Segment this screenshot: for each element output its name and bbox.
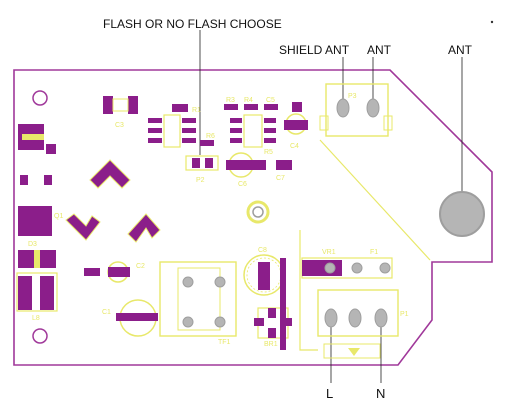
l-terminal-label: L xyxy=(326,386,333,401)
shield-ant-label: SHIELD ANT xyxy=(279,43,350,57)
callout-lines xyxy=(199,30,463,383)
p3-connector: P3 xyxy=(319,83,393,137)
c4-part: C4 xyxy=(284,102,308,150)
l8-label: L8 xyxy=(32,315,40,322)
tf1-transformer: TF1 xyxy=(159,261,237,346)
r6-label: R6 xyxy=(206,133,215,140)
ant-label-right: ANT xyxy=(448,43,473,57)
p1-terminal: P1 xyxy=(317,289,409,359)
mounting-hole-top-left xyxy=(32,90,48,106)
c8-label: C8 xyxy=(258,247,267,254)
c6-c7-parts: C6 C7 xyxy=(226,152,292,188)
silk-traces xyxy=(299,139,431,351)
r4-label: R4 xyxy=(244,97,253,104)
c3-part: C3 xyxy=(103,96,138,129)
r1-label: R1 xyxy=(192,107,201,114)
vr1-label: VR1 xyxy=(322,249,336,256)
c5-label: C5 xyxy=(266,97,275,104)
c2-label: C2 xyxy=(136,263,145,270)
left-column-parts: Q1 D3 L8 xyxy=(16,124,63,322)
p2-label: P2 xyxy=(196,177,205,184)
c1-part: C1 xyxy=(102,299,158,337)
ic-r1: R1 xyxy=(148,104,201,148)
br1-label: BR1 xyxy=(264,341,278,348)
antenna-hole xyxy=(439,191,485,237)
c4-label: C4 xyxy=(290,143,299,150)
p3-label: P3 xyxy=(348,93,357,100)
p2-header: P2 R6 xyxy=(185,133,219,184)
r5-label: R5 xyxy=(264,149,273,156)
c3-label: C3 xyxy=(115,122,124,129)
c6-label: C6 xyxy=(238,181,247,188)
mounting-hole-bottom-left xyxy=(32,328,48,344)
chevron-pads xyxy=(65,159,161,243)
c7-label: C7 xyxy=(276,175,285,182)
vr1-f1-row: VR1 F1 xyxy=(301,249,393,279)
d3-label: D3 xyxy=(28,241,37,248)
svg-text:Q1: Q1 xyxy=(54,213,63,220)
board-outline xyxy=(13,69,493,366)
tf1-label: TF1 xyxy=(218,339,231,346)
c1-label: C1 xyxy=(102,309,111,316)
flash-callout-label: FLASH OR NO FLASH CHOOSE xyxy=(103,17,282,31)
p1-label: P1 xyxy=(400,311,409,318)
n-terminal-label: N xyxy=(376,386,385,401)
br1-bridge: BR1 xyxy=(254,307,292,348)
c8-part: C8 xyxy=(243,247,285,296)
c2-part: C2 xyxy=(84,261,145,283)
marker-dot xyxy=(490,20,494,24)
power-trace xyxy=(280,258,286,350)
ic-r345: R3 R4 C5 R5 xyxy=(224,97,278,156)
r3-label: R3 xyxy=(226,97,235,104)
mounting-hole-center xyxy=(246,200,270,224)
ant-label-left: ANT xyxy=(367,43,392,57)
f1-label: F1 xyxy=(370,249,378,256)
